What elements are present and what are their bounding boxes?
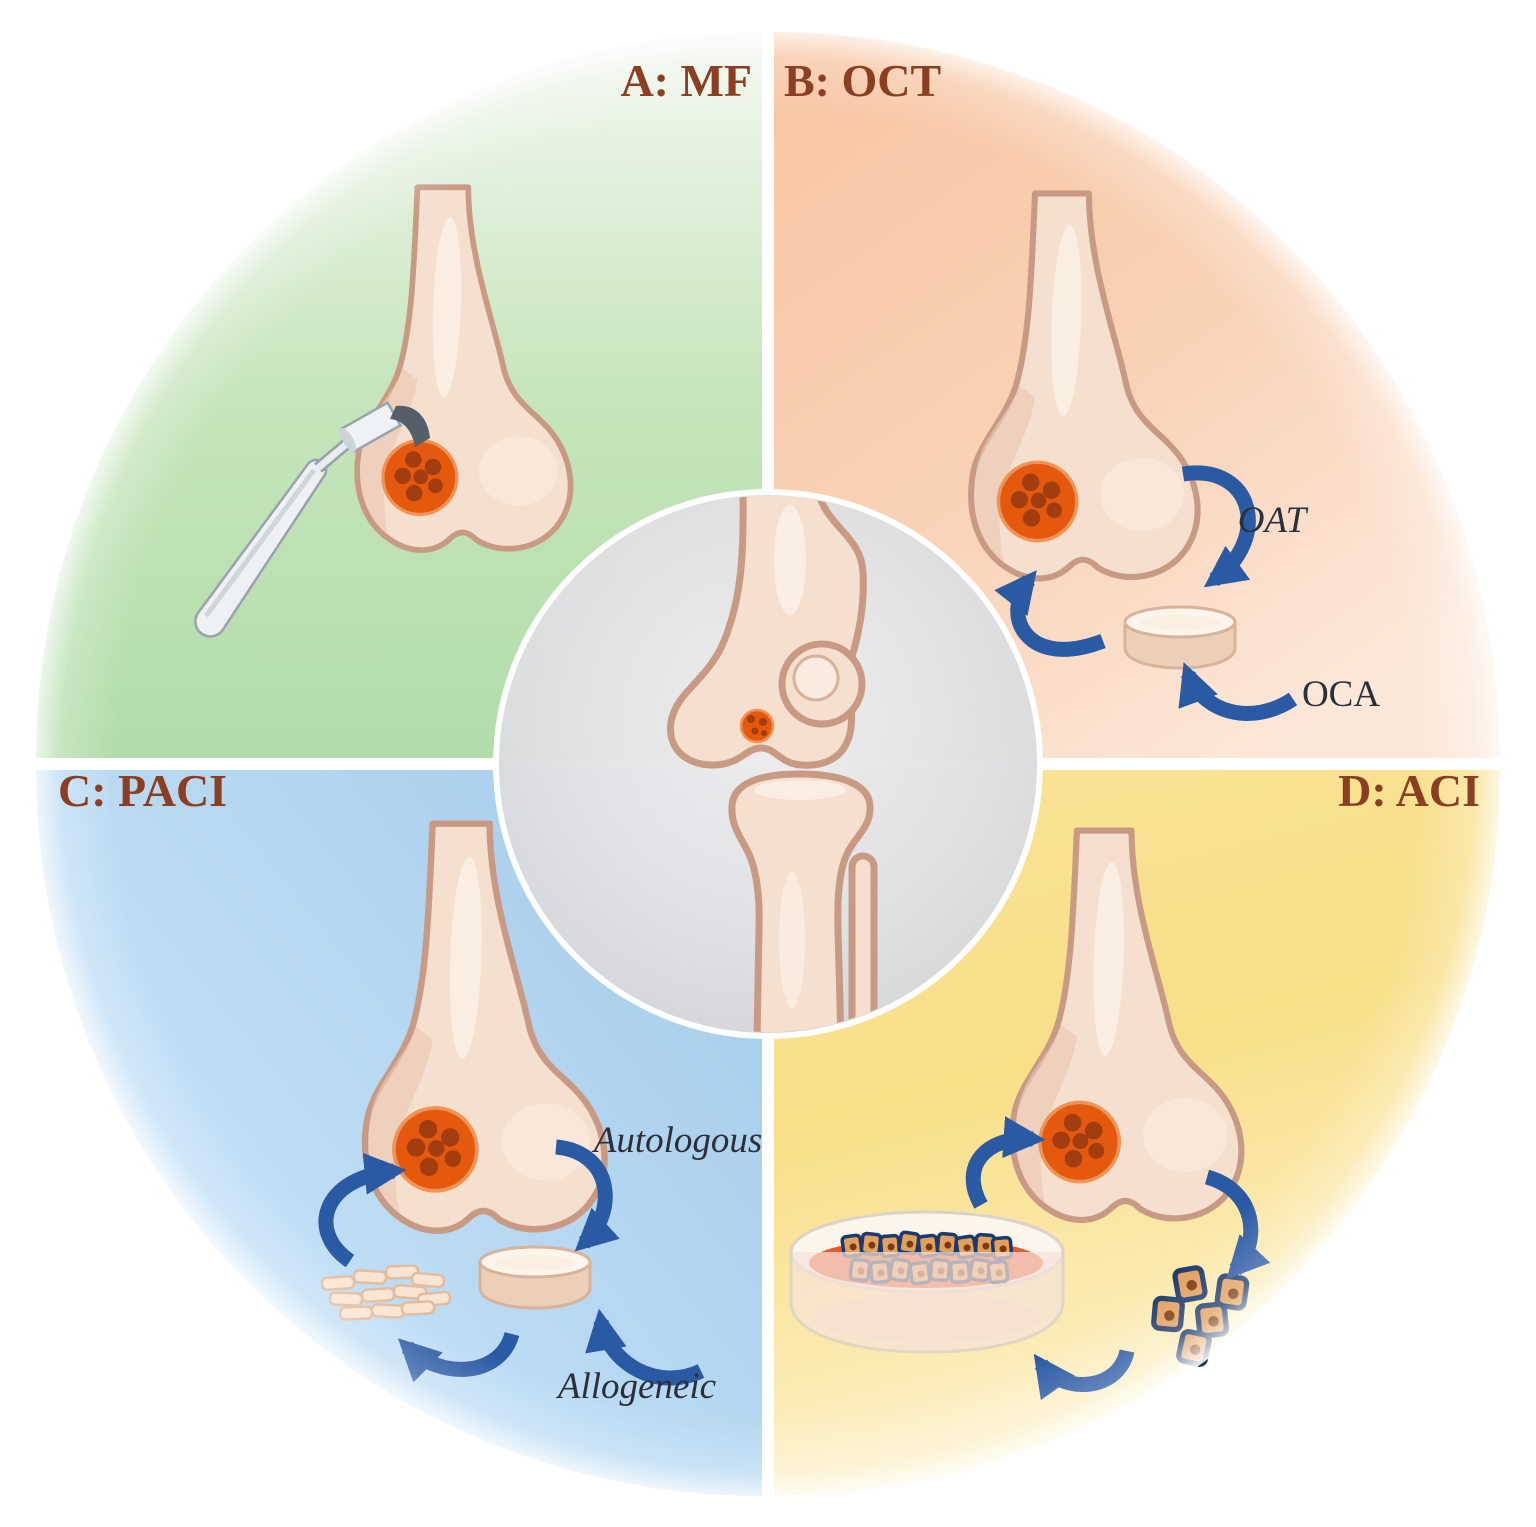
cartilage-plug-c	[478, 1245, 592, 1310]
oca-label: OCA	[1302, 674, 1380, 715]
osteochondral-plug-b	[1123, 605, 1237, 670]
knee-cartilage-defect	[739, 708, 775, 744]
allogeneic-label: Allogeneic	[555, 1366, 717, 1407]
quadrant-d-label: D: ACI	[1338, 765, 1480, 816]
autologous-label: Autologous	[591, 1120, 763, 1161]
oat-label: OAT	[1238, 500, 1309, 541]
quadrant-c-label: C: PACI	[58, 765, 227, 816]
quadrant-b-label: B: OCT	[784, 55, 941, 106]
cell-culture-dish	[789, 1210, 1065, 1354]
quadrant-a-label: A: MF	[620, 55, 752, 106]
